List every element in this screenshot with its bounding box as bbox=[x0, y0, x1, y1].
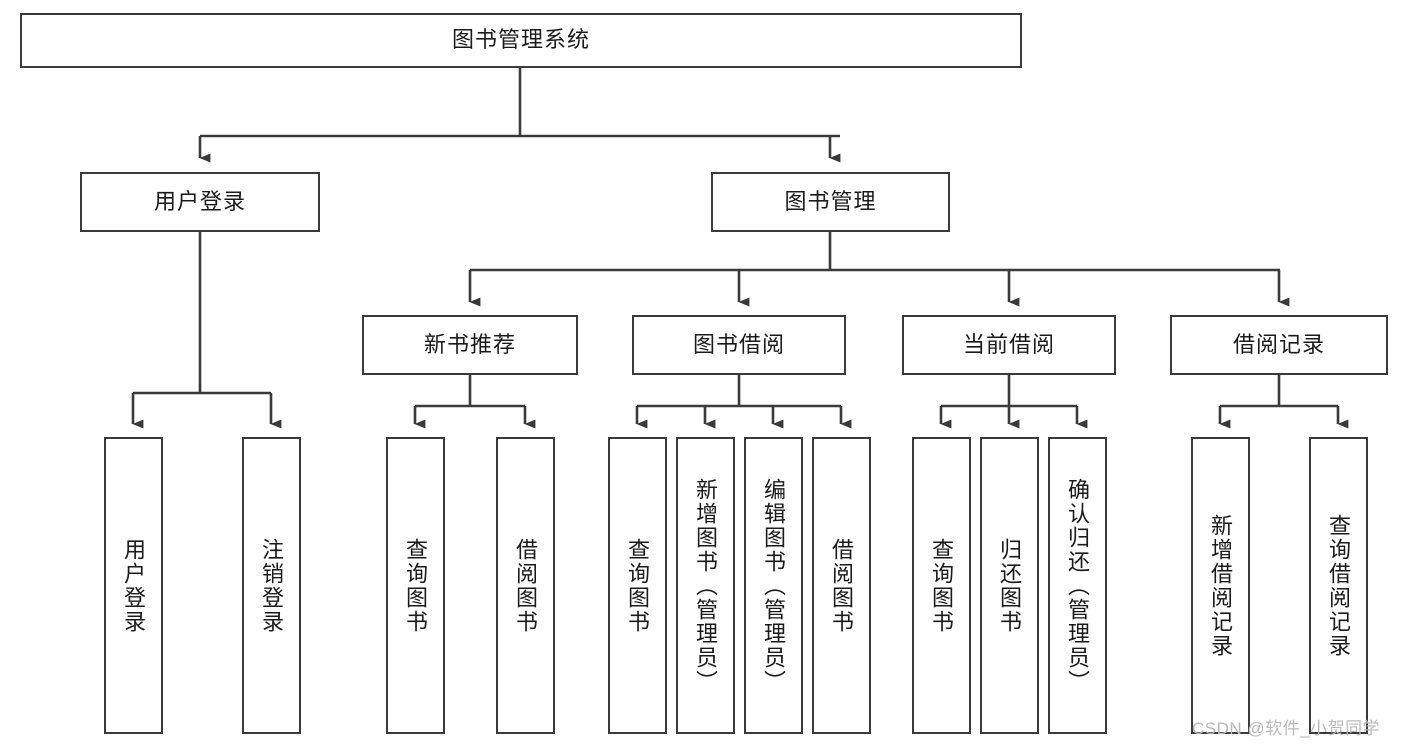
node-label: 用户登录 bbox=[153, 188, 246, 214]
leaf-query-book-current[interactable]: 查询图书 bbox=[912, 437, 971, 734]
leaf-query-book-borrow[interactable]: 查询图书 bbox=[608, 437, 667, 734]
node-label: 新书推荐 bbox=[423, 331, 516, 357]
node-label: 查询图书 bbox=[403, 537, 429, 634]
node-label: 用户登录 bbox=[121, 537, 147, 634]
node-book-management[interactable]: 图书管理 bbox=[711, 172, 950, 232]
leaf-user-login[interactable]: 用户登录 bbox=[104, 437, 163, 734]
node-label: 新增图书（管理员） bbox=[693, 477, 719, 694]
leaf-query-borrow-record[interactable]: 查询借阅记录 bbox=[1309, 437, 1368, 734]
node-label: 注销登录 bbox=[259, 537, 285, 634]
node-label: 归还图书 bbox=[997, 537, 1023, 634]
leaf-add-borrow-record[interactable]: 新增借阅记录 bbox=[1191, 437, 1250, 734]
node-label: 借阅图书 bbox=[829, 537, 855, 634]
watermark: CSDN @软件_小贺同学 bbox=[1192, 719, 1381, 738]
leaf-confirm-return-admin[interactable]: 确认归还（管理员） bbox=[1048, 437, 1107, 734]
node-user-login[interactable]: 用户登录 bbox=[80, 172, 320, 232]
node-borrow-record[interactable]: 借阅记录 bbox=[1170, 315, 1388, 375]
node-label: 查询借阅记录 bbox=[1326, 513, 1352, 658]
node-label: 确认归还（管理员） bbox=[1065, 477, 1091, 694]
leaf-edit-book-admin[interactable]: 编辑图书（管理员） bbox=[744, 437, 803, 734]
leaf-borrow-book[interactable]: 借阅图书 bbox=[812, 437, 871, 734]
leaf-query-book-recommend[interactable]: 查询图书 bbox=[386, 437, 445, 734]
node-label: 图书借阅 bbox=[692, 331, 785, 357]
node-label: 新增借阅记录 bbox=[1208, 513, 1234, 658]
node-label: 图书管理系统 bbox=[451, 27, 590, 53]
node-current-borrow[interactable]: 当前借阅 bbox=[902, 315, 1116, 375]
leaf-borrow-book-recommend[interactable]: 借阅图书 bbox=[496, 437, 555, 734]
node-label: 查询图书 bbox=[929, 537, 955, 634]
node-book-borrow[interactable]: 图书借阅 bbox=[632, 315, 846, 375]
node-label: 当前借阅 bbox=[962, 331, 1055, 357]
node-new-book-recommend[interactable]: 新书推荐 bbox=[362, 315, 578, 375]
node-label: 编辑图书（管理员） bbox=[761, 477, 787, 694]
node-label: 查询图书 bbox=[625, 537, 651, 634]
node-root[interactable]: 图书管理系统 bbox=[20, 13, 1022, 68]
leaf-logout[interactable]: 注销登录 bbox=[242, 437, 301, 734]
leaf-add-book-admin[interactable]: 新增图书（管理员） bbox=[676, 437, 735, 734]
node-label: 图书管理 bbox=[784, 188, 877, 214]
leaf-return-book[interactable]: 归还图书 bbox=[980, 437, 1039, 734]
node-label: 借阅记录 bbox=[1232, 331, 1325, 357]
node-label: 借阅图书 bbox=[513, 537, 539, 634]
